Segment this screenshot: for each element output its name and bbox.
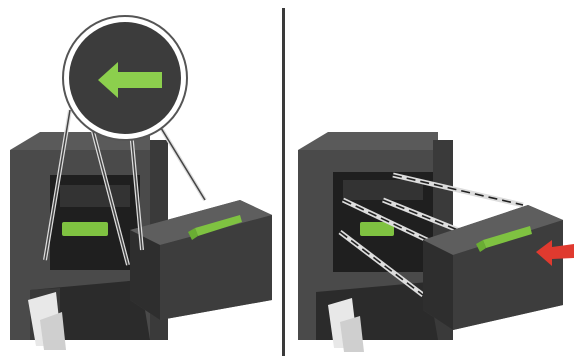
- step-1-illustration: [0, 0, 280, 356]
- panel-divider: [282, 8, 285, 356]
- step-1-panel: [0, 0, 280, 356]
- step-2-illustration: [288, 0, 574, 356]
- callout-circle: [63, 16, 187, 140]
- step-2-panel: [288, 0, 574, 356]
- green-guide-rail: [62, 222, 108, 236]
